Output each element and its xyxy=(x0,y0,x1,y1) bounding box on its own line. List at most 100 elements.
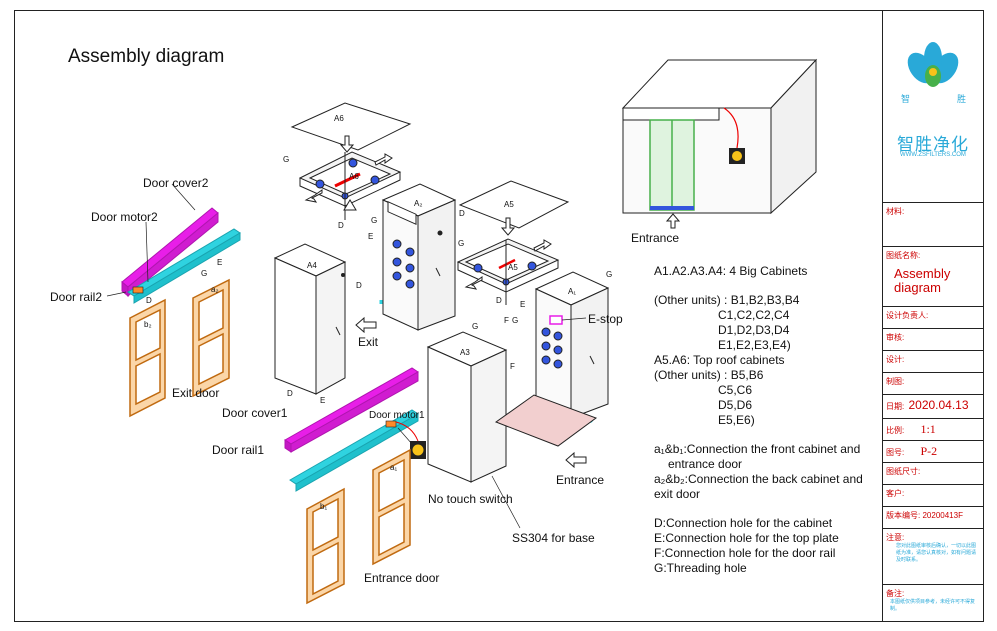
legend-line: exit door xyxy=(654,487,701,501)
label-d-a6: D xyxy=(338,221,344,230)
tb-date-value: 2020.04.13 xyxy=(908,398,969,412)
entrance-door-b1 xyxy=(306,487,345,605)
a2-cabinet xyxy=(381,183,457,331)
legend-line: D1,D2,D3,D4 xyxy=(718,323,790,337)
label-f-a5: F xyxy=(504,316,509,325)
legend-line: (Other units) : B1,B2,B3,B4 xyxy=(654,293,800,307)
label-door-cover1: Door cover1 xyxy=(222,406,288,420)
tb-designer: 设计负责人: xyxy=(883,306,983,328)
logo-left-glyph: 智 xyxy=(901,94,911,104)
a1-cabinet xyxy=(534,271,610,419)
label-d-rail2: D xyxy=(146,296,152,305)
door-rail2 xyxy=(127,228,241,304)
label-door-motor2: Door motor2 xyxy=(91,210,158,224)
top-unit-switch xyxy=(729,148,745,164)
door-cover1 xyxy=(284,367,419,453)
tb-customer-label: 客户: xyxy=(886,489,905,498)
legend-line: D:Connection hole for the cabinet xyxy=(654,516,833,530)
label-b1: b₁ xyxy=(320,502,328,511)
tb-material: 材料: xyxy=(883,202,983,246)
motor1-wire xyxy=(395,421,419,442)
leader-lines xyxy=(106,183,587,529)
label-e-stop: E-stop xyxy=(588,312,623,326)
legend-line: E:Connection hole for the top plate xyxy=(654,531,839,545)
legend-line: G:Threading hole xyxy=(654,561,747,575)
tb-date-label: 日期: xyxy=(886,402,905,411)
a6-down-arrow xyxy=(339,135,355,153)
brand-name: 智胜净化 xyxy=(897,135,969,154)
a5-side-arrows xyxy=(464,239,552,290)
legend-line: A1.A2.A3.A4: 4 Big Cabinets xyxy=(654,264,808,278)
tb-drawing-name-value: Assembly diagram xyxy=(894,266,951,295)
tb-material-label: 材料: xyxy=(886,207,905,216)
label-g-rail2: G xyxy=(201,269,208,278)
tb-remark: 备注: 本图纸仅供项目参考，未经许可不得复制。 xyxy=(883,584,983,620)
door-cover2 xyxy=(121,207,219,298)
tb-design: 设计: xyxy=(883,350,983,372)
label-a1: A₁ xyxy=(568,287,577,296)
label-entrance-top: Entrance xyxy=(631,231,680,245)
a5-down-arrow xyxy=(500,217,516,236)
tb-notes-text: 您对此图纸审核后确认，一切以此图纸为准，请您认真核对，如有问题请及时联系。 xyxy=(896,543,977,563)
label-d-cover1: D xyxy=(287,389,293,398)
label-e-a5: E xyxy=(520,300,526,309)
label-a5-inner: A5 xyxy=(508,263,518,272)
label-entrance-mid: Entrance xyxy=(556,473,605,487)
label-d-a5: D xyxy=(496,296,502,305)
tb-draw: 制图: xyxy=(883,372,983,394)
label-a6-inner: A6 xyxy=(349,172,359,181)
logo-icon xyxy=(907,42,959,87)
tb-scale-value: 1:1 xyxy=(920,422,936,436)
label-g-a2b: G xyxy=(472,322,479,331)
tb-scale-label: 比例: xyxy=(886,426,905,435)
logo-right-glyph: 胜 xyxy=(957,94,967,104)
label-a3: A3 xyxy=(460,348,470,357)
label-g-a6b: G xyxy=(371,216,378,225)
label-door-motor1: Door motor1 xyxy=(369,410,425,421)
legend-line: D5,D6 xyxy=(718,398,753,412)
label-door-rail2: Door rail2 xyxy=(50,290,103,304)
tb-drawing-no: 图号: P-2 xyxy=(883,440,983,462)
tb-scale: 比例: 1:1 xyxy=(883,418,983,440)
exit-arrow xyxy=(355,316,377,334)
label-g-a2: G xyxy=(458,239,465,248)
label-a4: A4 xyxy=(307,261,317,270)
no-touch-switch xyxy=(410,441,426,459)
entrance-door-a1 xyxy=(372,448,411,566)
door-motor2 xyxy=(132,286,144,294)
legend-line: entrance door xyxy=(668,457,743,471)
legend-line: a₁&b₁:Connection the front cabinet and xyxy=(654,442,861,456)
label-g-a1: G xyxy=(606,270,613,279)
exit-door-b2 xyxy=(129,298,166,418)
label-e-cover1: E xyxy=(320,396,326,405)
label-door-cover2: Door cover2 xyxy=(143,176,209,190)
ss304-base-plate xyxy=(494,394,598,447)
tb-remark-label: 备注: xyxy=(886,589,905,598)
label-d-a4: D xyxy=(356,281,362,290)
legend-line: (Other units) : B5,B6 xyxy=(654,368,764,382)
assembled-unit xyxy=(621,58,818,215)
label-f-a3: F xyxy=(510,362,515,371)
a5-roof-panel xyxy=(456,180,570,305)
label-a1-door: a₁ xyxy=(390,463,398,472)
label-a5: A5 xyxy=(504,200,514,209)
label-b2: b₂ xyxy=(144,320,152,329)
tb-size-label: 图纸尺寸: xyxy=(886,467,921,476)
label-g-a5: G xyxy=(512,316,519,325)
door-rail1 xyxy=(289,409,419,492)
label-g-a6: G xyxy=(283,155,290,164)
label-e-rail2: E xyxy=(217,258,223,267)
legend-line: E1,E2,E3,E4) xyxy=(718,338,791,352)
label-e-a2: E xyxy=(368,232,374,241)
tb-draw-label: 制图: xyxy=(886,377,905,386)
tb-drawing-name-label: 图纸名称: xyxy=(886,251,921,260)
tb-drawing-no-label: 图号: xyxy=(886,448,905,457)
drawing-frame xyxy=(14,10,984,622)
label-door-rail1: Door rail1 xyxy=(212,443,265,457)
legend-line: A5.A6: Top roof cabinets xyxy=(654,353,785,367)
label-a6: A6 xyxy=(334,114,344,123)
brand-website: WWW.ZSFILTERS.COM xyxy=(900,152,966,158)
legend-line: C1,C2,C2,C4 xyxy=(718,308,790,322)
tb-customer: 客户: xyxy=(883,484,983,506)
